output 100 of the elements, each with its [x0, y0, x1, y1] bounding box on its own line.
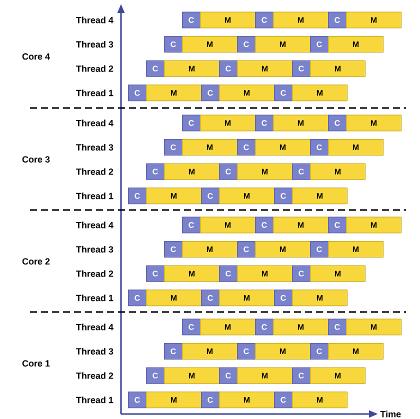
c-segment: C [274, 392, 292, 408]
thread-label: Thread 1 [76, 294, 114, 302]
c-segment: C [274, 84, 292, 102]
c-segment: C [237, 139, 256, 156]
m-segment: M [200, 114, 256, 132]
m-segment: M [237, 367, 292, 384]
thread-label: Thread 2 [76, 168, 114, 175]
axis-label: Time [380, 410, 401, 418]
c-segment: C [328, 216, 346, 234]
m-segment: M [292, 84, 348, 102]
c-segment: C [182, 318, 200, 336]
c-segment: C [128, 290, 146, 306]
c-segment: C [219, 163, 238, 180]
m-segment: M [328, 139, 384, 156]
c-segment: C [237, 343, 256, 360]
core-label: Core 1 [22, 360, 50, 367]
thread-label: Thread 3 [76, 246, 114, 253]
m-segment: M [273, 114, 328, 132]
m-segment: M [164, 163, 220, 180]
c-segment: C [328, 318, 346, 336]
c-segment: C [164, 241, 182, 258]
c-segment: C [182, 114, 200, 132]
m-segment: M [182, 241, 238, 258]
m-segment: M [146, 290, 202, 306]
c-segment: C [146, 60, 164, 77]
m-segment: M [310, 265, 366, 282]
c-segment: C [255, 114, 274, 132]
m-segment: M [328, 36, 384, 53]
c-segment: C [164, 139, 182, 156]
m-segment: M [164, 265, 220, 282]
c-segment: C [219, 60, 238, 77]
thread-label: Thread 4 [76, 324, 114, 330]
c-segment: C [274, 290, 292, 306]
thread-label: Thread 4 [76, 16, 114, 24]
thread-label: Thread 2 [76, 65, 114, 72]
c-segment: C [201, 392, 220, 408]
c-segment: C [274, 188, 292, 204]
c-segment: C [255, 318, 274, 336]
m-segment: M [310, 163, 366, 180]
m-segment: M [219, 290, 274, 306]
m-segment: M [182, 343, 238, 360]
m-segment: M [273, 318, 328, 336]
m-segment: M [219, 188, 274, 204]
m-segment: M [200, 216, 256, 234]
m-segment: M [200, 12, 256, 28]
c-segment: C [146, 265, 164, 282]
c-segment: C [128, 188, 146, 204]
thread-label: Thread 3 [76, 40, 114, 48]
m-segment: M [237, 265, 292, 282]
m-segment: M [310, 367, 366, 384]
thread-label: Thread 1 [76, 396, 114, 404]
m-segment: M [346, 216, 402, 234]
m-segment: M [146, 84, 202, 102]
m-segment: M [237, 163, 292, 180]
m-segment: M [146, 188, 202, 204]
m-segment: M [200, 318, 256, 336]
c-segment: C [310, 139, 328, 156]
m-segment: M [255, 241, 310, 258]
c-segment: C [237, 36, 256, 53]
thread-label: Thread 2 [76, 270, 114, 277]
m-segment: M [146, 392, 202, 408]
m-segment: M [328, 241, 384, 258]
c-segment: C [201, 290, 220, 306]
c-segment: C [237, 241, 256, 258]
m-segment: M [182, 36, 238, 53]
c-segment: C [128, 392, 146, 408]
m-segment: M [346, 318, 402, 336]
c-segment: C [164, 343, 182, 360]
c-segment: C [310, 241, 328, 258]
m-segment: M [182, 139, 238, 156]
m-segment: M [164, 367, 220, 384]
c-segment: C [128, 84, 146, 102]
c-segment: C [255, 12, 274, 28]
thread-label: Thread 4 [76, 120, 114, 126]
m-segment: M [237, 60, 292, 77]
c-segment: C [219, 265, 238, 282]
core-label: Core 2 [22, 258, 50, 265]
thread-label: Thread 3 [76, 348, 114, 355]
c-segment: C [201, 84, 220, 102]
c-segment: C [310, 36, 328, 53]
c-segment: C [292, 163, 310, 180]
m-segment: M [273, 12, 328, 28]
thread-label: Thread 3 [76, 144, 114, 151]
core-label: Core 3 [22, 156, 50, 163]
c-segment: C [255, 216, 274, 234]
c-segment: C [292, 60, 310, 77]
c-segment: C [164, 36, 182, 53]
c-segment: C [292, 367, 310, 384]
m-segment: M [219, 84, 274, 102]
c-segment: C [328, 12, 346, 28]
m-segment: M [346, 114, 402, 132]
c-segment: C [182, 12, 200, 28]
m-segment: M [328, 343, 384, 360]
m-segment: M [219, 392, 274, 408]
m-segment: M [292, 188, 348, 204]
m-segment: M [255, 139, 310, 156]
c-segment: C [292, 265, 310, 282]
core-label: Core 4 [22, 53, 50, 60]
c-segment: C [182, 216, 200, 234]
m-segment: M [310, 60, 366, 77]
